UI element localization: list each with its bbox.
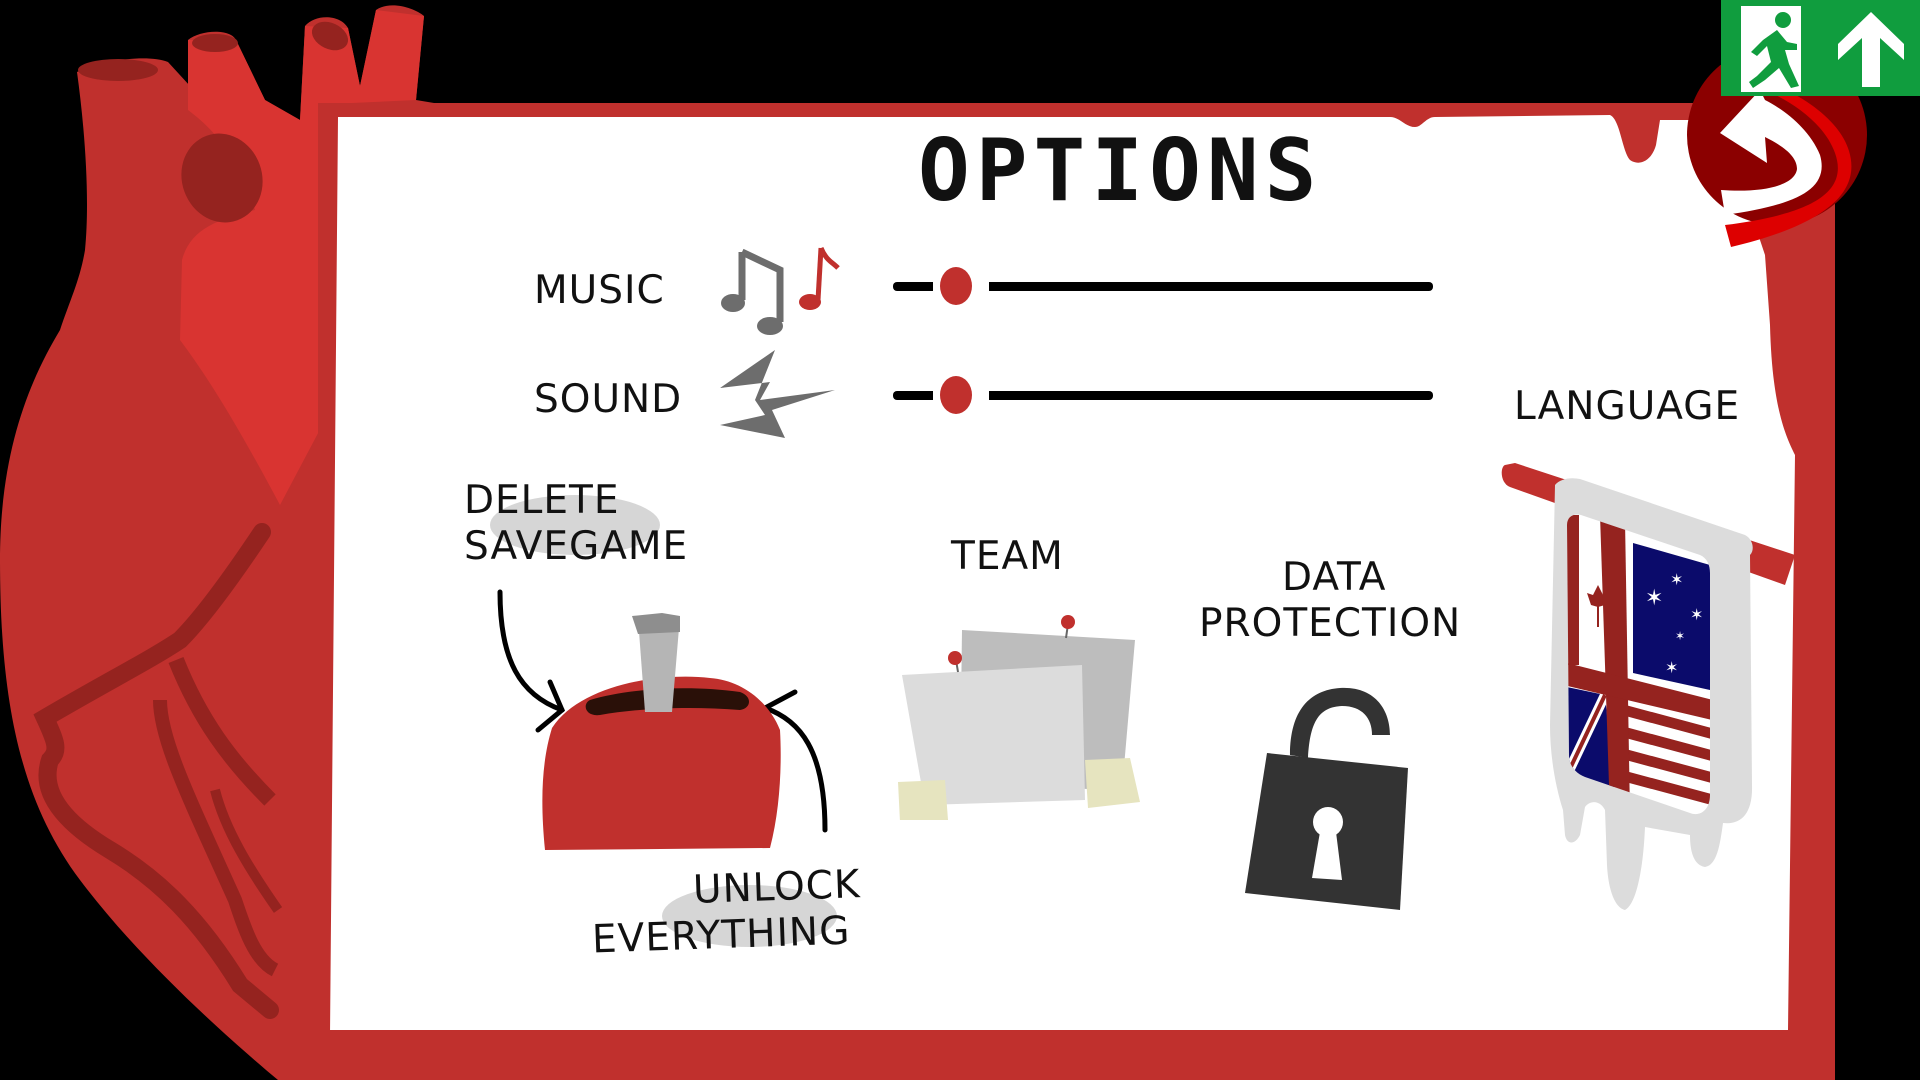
delete-savegame-line2: SAVEGAME [464,524,689,569]
sound-slider[interactable] [893,371,1433,421]
language-label: LANGUAGE [1514,384,1741,429]
team-button[interactable]: TEAM [890,530,1140,820]
unlock-everything-button[interactable]: UNLOCK EVERYTHING [585,862,875,965]
arrow-up-icon [1838,12,1904,87]
music-label: MUSIC [534,268,665,313]
delete-savegame-highlight [490,495,660,555]
music-slider-track[interactable] [893,282,1433,291]
data-protection-line1: DATA [1282,555,1387,600]
delete-savegame-line1: DELETE [464,478,620,523]
running-man-exit-icon [1741,6,1801,92]
svg-text:✶: ✶ [1645,586,1663,611]
unlock-everything-line1: UNLOCK [692,862,862,913]
team-label: TEAM [951,534,1064,579]
delete-savegame-button[interactable]: DELETE SAVEGAME [460,470,710,580]
sound-slider-track[interactable] [893,391,1433,400]
sound-burst-icon [720,350,835,438]
unlock-everything-highlight [662,885,837,947]
flags-banner-icon: ✶ ✶ ✶ ✶ ✶ [1501,463,1795,910]
svg-text:✶: ✶ [1665,658,1678,677]
music-slider[interactable] [893,262,1433,312]
unlock-everything-line2: EVERYTHING [591,908,852,963]
svg-text:✶: ✶ [1670,570,1683,589]
toaster-icon [497,589,828,850]
music-slider-knob[interactable] [940,267,972,305]
svg-text:✶: ✶ [1675,629,1685,643]
sound-label: SOUND [534,377,683,422]
page-title: OPTIONS [918,121,1323,221]
music-notes-icon [721,246,840,335]
open-padlock-icon [1245,687,1408,910]
sound-slider-knob[interactable] [940,376,972,414]
data-protection-button[interactable]: DATA PROTECTION [1190,555,1490,910]
exit-button[interactable] [1721,0,1920,96]
pinned-notes-icon [898,615,1140,820]
language-button[interactable]: ✶ ✶ ✶ ✶ ✶ [1495,455,1795,915]
data-protection-line2: PROTECTION [1199,601,1462,646]
svg-text:✶: ✶ [1690,605,1703,624]
